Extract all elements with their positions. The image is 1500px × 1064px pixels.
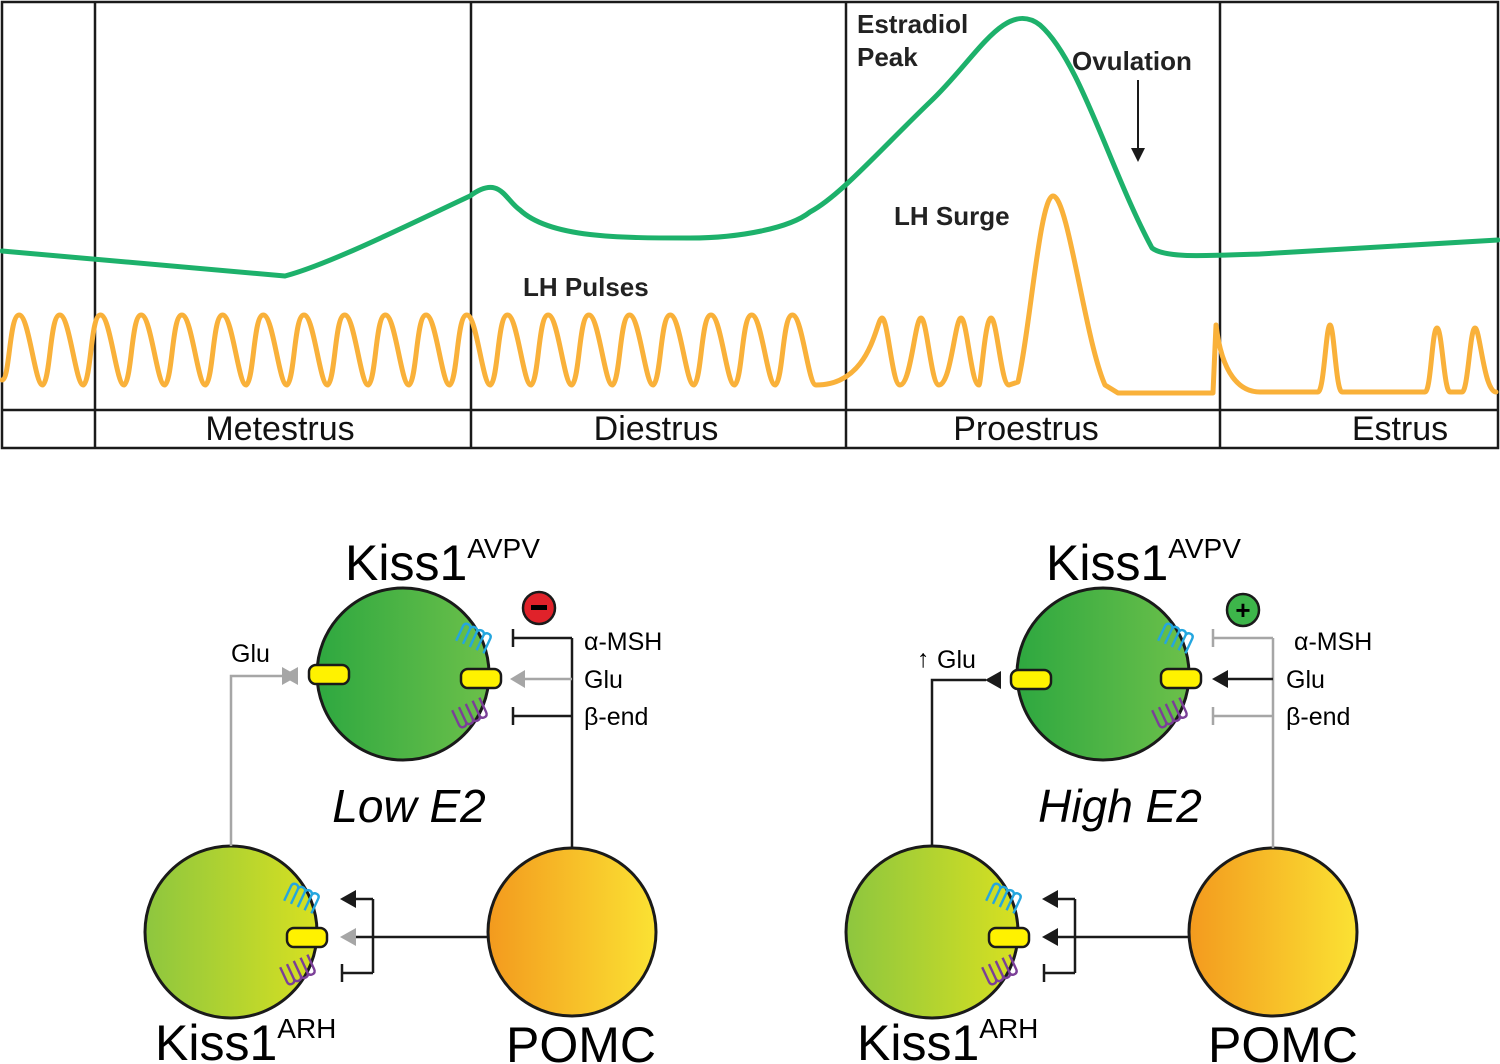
- lh-curve: [0, 193, 1499, 396]
- chart-frame: [0, 0, 1500, 450]
- msh-label: α-MSH: [1294, 628, 1372, 656]
- bend-inhibitory-line: [1211, 707, 1273, 725]
- ovulation-label: Ovulation: [1072, 46, 1192, 76]
- bend-label: β-end: [1286, 703, 1350, 731]
- receptor-loops: [981, 954, 1018, 986]
- msh-inhibitory-line: [511, 629, 572, 647]
- receptor-loops: [1151, 697, 1188, 729]
- glutamate-channel: [1159, 667, 1203, 690]
- high-e2-label: High E2: [1038, 780, 1202, 832]
- receptor-loops: [451, 697, 488, 729]
- excitation-badge: [1225, 592, 1261, 628]
- glu-input-label: Glu: [1286, 666, 1325, 694]
- kiss1-arh-label: Kiss1ARH: [155, 1013, 336, 1064]
- kiss1-avpv-label: Kiss1AVPV: [345, 533, 540, 591]
- glutamate-channel: [307, 663, 351, 686]
- minus-icon: [531, 605, 547, 610]
- glu-output-label: Glu: [231, 640, 270, 668]
- kiss1-arh-label: Kiss1ARH: [857, 1013, 1038, 1064]
- phase-label-proestrus: Proestrus: [953, 410, 1099, 448]
- receptor-loops: [283, 882, 320, 914]
- pomc-label: POMC: [506, 1017, 656, 1064]
- lh-surge-label: LH Surge: [894, 201, 1010, 231]
- phase-label-diestrus: Diestrus: [594, 410, 719, 448]
- bend-inhibitory-line: [511, 707, 572, 725]
- ovulation-arrowhead: [1131, 148, 1145, 162]
- glu-input-label: Glu: [584, 666, 623, 694]
- glu-excitatory-arrowhead: [510, 670, 525, 688]
- mc4r-receptor-icon: [1157, 622, 1194, 654]
- msh-arrowhead: [1042, 890, 1058, 908]
- lh-pulses-label: LH Pulses: [523, 272, 649, 302]
- mc4r-receptor-icon: [455, 622, 492, 654]
- phase-label-estrus: Estrus: [1352, 410, 1448, 448]
- glu-projection-line: [229, 674, 285, 846]
- mu-opioid-receptor-icon: [981, 954, 1018, 986]
- glu-output-label: Glu: [937, 646, 976, 674]
- pomc-neuron: [1187, 846, 1359, 1018]
- plus-icon: +: [1235, 595, 1250, 625]
- mu-opioid-receptor-icon: [279, 954, 316, 986]
- panel-low-e2: Glu α-MSH Glu β-end Kiss1AVPV Low E2 Kis…: [143, 533, 662, 1064]
- pomc-neuron: [486, 846, 658, 1018]
- glu-arrowhead: [1042, 928, 1058, 946]
- glu-projection-line: [930, 678, 986, 846]
- msh-inhibitory-line: [1211, 629, 1273, 647]
- glu-arrowhead: [340, 928, 356, 946]
- phase-label-metestrus: Metestrus: [205, 410, 354, 448]
- pomc-to-arh-line: [340, 897, 488, 982]
- glu-terminal-arrowhead: [282, 667, 298, 685]
- glutamate-channel: [1009, 668, 1053, 691]
- receptor-loops: [1157, 622, 1194, 654]
- glutamate-channel: [459, 667, 503, 690]
- low-e2-label: Low E2: [332, 780, 485, 832]
- glutamate-channel: [987, 926, 1031, 949]
- mc4r-receptor-icon: [283, 882, 320, 914]
- glu-excitatory-arrowhead: [1212, 670, 1228, 688]
- estrous-cycle-chart: Estradiol Peak Ovulation LH Surge LH Pul…: [0, 0, 1500, 450]
- mc4r-receptor-icon: [985, 882, 1022, 914]
- receptor-loops: [455, 622, 492, 654]
- glu-up-arrow: ↑: [917, 645, 930, 673]
- receptor-loops: [985, 882, 1022, 914]
- mu-opioid-receptor-icon: [451, 697, 488, 729]
- estradiol-curve: [0, 16, 1500, 279]
- glu-terminal-arrowhead: [985, 671, 1001, 689]
- glutamate-channel: [285, 926, 329, 949]
- msh-arrowhead: [340, 890, 356, 908]
- mu-opioid-receptor-icon: [1151, 697, 1188, 729]
- panel-high-e2: ↑ Glu α-MSH Glu β-end + Kiss1AVPV High E…: [844, 533, 1372, 1064]
- estradiol-peak-label: Estradiol: [857, 9, 968, 39]
- msh-label: α-MSH: [584, 628, 662, 656]
- bend-label: β-end: [584, 703, 648, 731]
- pomc-label: POMC: [1208, 1017, 1358, 1064]
- estradiol-peak-label-line2: Peak: [857, 42, 918, 72]
- receptor-loops: [279, 954, 316, 986]
- kiss1-avpv-label: Kiss1AVPV: [1046, 533, 1241, 591]
- pomc-to-arh-line: [1042, 897, 1189, 982]
